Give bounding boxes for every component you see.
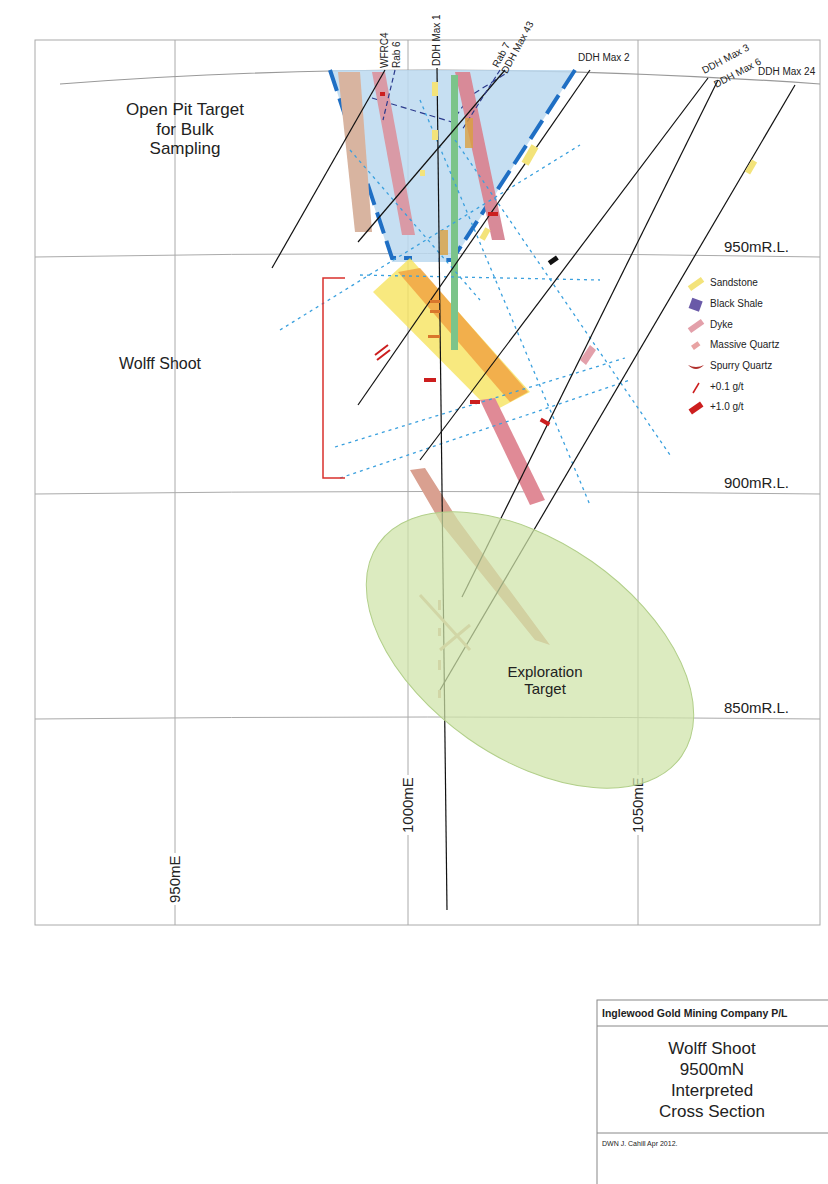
legend-text: Dyke <box>710 319 733 330</box>
legend-row: +1.0 g/t <box>684 399 824 417</box>
dyke <box>372 72 415 235</box>
easting-label: 1000mE <box>399 775 416 835</box>
legend-swatch <box>684 296 706 314</box>
drill-hole-label: DDH Max 1 <box>431 14 443 66</box>
target-label: Open Pit Target for Bulk Sampling <box>120 100 250 159</box>
dyke <box>338 72 372 232</box>
elevation-label: 900mR.L. <box>722 474 791 491</box>
legend-swatch <box>684 337 706 355</box>
legend-text: Spurry Quartz <box>710 360 772 371</box>
company-name: Inglewood Gold Mining Company P/L <box>602 1007 788 1019</box>
shoot-label: Wolff Shoot <box>119 355 201 373</box>
legend-text: Massive Quartz <box>710 339 779 350</box>
dyke <box>480 398 545 505</box>
dyke <box>398 268 528 402</box>
legend-swatch <box>684 358 706 376</box>
title-block <box>597 1000 828 1184</box>
drill-hole-label: DDH Max 24 <box>758 66 815 78</box>
legend-row: Spurry Quartz <box>684 358 824 376</box>
legend-text: Sandstone <box>710 277 758 288</box>
drill-hole-label: WFRC4 <box>379 32 391 68</box>
grid-lines <box>35 40 820 925</box>
drill-holes <box>272 68 795 910</box>
legend-row: Dyke <box>684 317 824 335</box>
pit-outline <box>438 70 575 260</box>
rab-holes <box>383 70 500 130</box>
legend-row: Black Shale <box>684 296 824 314</box>
legend-text: Black Shale <box>710 298 763 309</box>
section-frame <box>35 40 820 925</box>
legend-row: Sandstone <box>684 275 824 293</box>
sandstone-beds <box>420 82 757 241</box>
legend-swatch <box>684 399 706 417</box>
drawn-by-note: DWN J. Cahill Apr 2012. <box>602 1140 677 1148</box>
node-text: Exploration Target <box>495 663 595 698</box>
fault-lines <box>280 100 670 505</box>
drawing-title: Wolff Shoot 9500mN Interpreted Cross Sec… <box>647 1038 777 1123</box>
elevation-label: 850mR.L. <box>722 699 791 716</box>
legend-row: Massive Quartz <box>684 337 824 355</box>
legend-text: +0.1 g/t <box>710 381 744 392</box>
legend-text: +1.0 g/t <box>710 401 744 412</box>
dyke <box>455 72 505 240</box>
drill-hole-label: Rab 6 <box>391 41 403 68</box>
drill-intercept <box>451 75 458 350</box>
legend-swatch <box>684 275 706 293</box>
assay-marks <box>375 92 559 426</box>
legend-swatch <box>684 317 706 335</box>
easting-label: 950mE <box>166 853 183 905</box>
ellipse-shape <box>355 495 705 805</box>
drill-hole-label: DDH Max 2 <box>578 52 630 64</box>
legend-row: +0.1 g/t <box>684 379 824 397</box>
legend-swatch <box>684 379 706 397</box>
exploration-target-ellipse: Exploration Target <box>355 495 705 805</box>
elevation-label: 950mR.L. <box>722 238 791 255</box>
wolff-shoot-bracket <box>323 278 345 478</box>
